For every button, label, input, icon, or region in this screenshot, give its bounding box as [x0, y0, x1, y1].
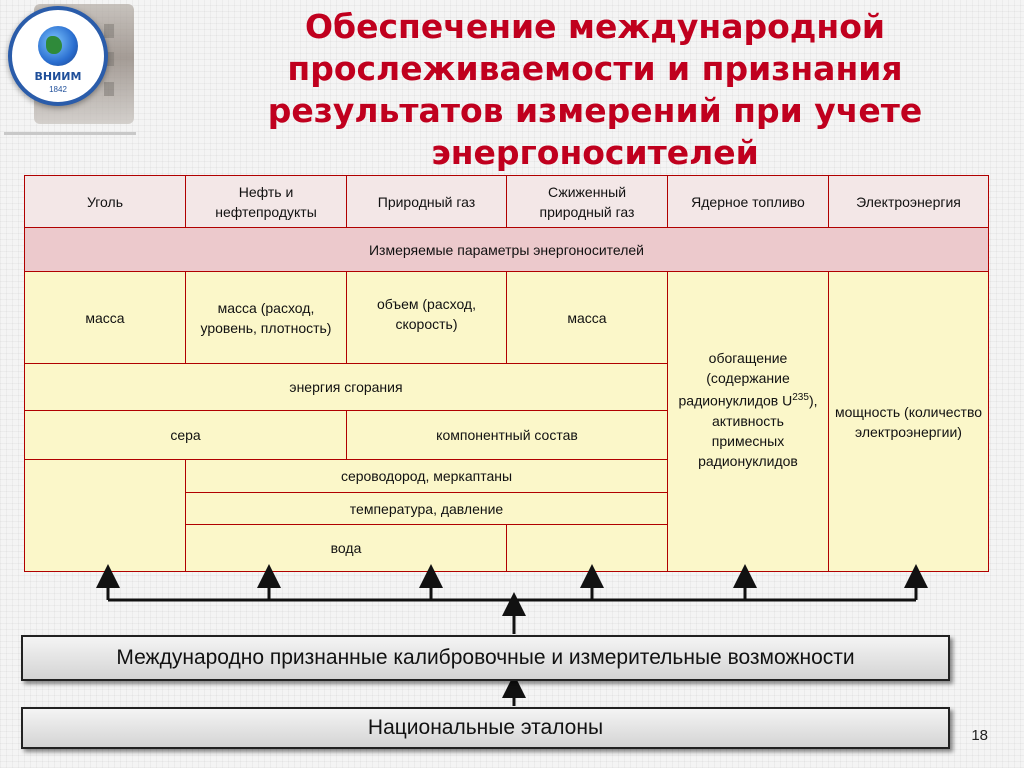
parameters-band: Измеряемые параметры энергоносителей	[25, 228, 988, 272]
lng-mass: масса	[507, 272, 668, 364]
header-electricity: Электроэнергия	[829, 176, 988, 228]
page-number: 18	[971, 727, 988, 744]
hydrogen-sulfide: сероводород, меркаптаны	[186, 460, 668, 493]
header-nuclear: Ядерное топливо	[668, 176, 829, 228]
logo-year: 1842	[49, 85, 67, 94]
sulfur: сера	[25, 411, 347, 460]
water: вода	[186, 525, 507, 571]
energy-parameters-table: Уголь Нефть и нефтепродукты Природный га…	[24, 175, 989, 572]
emblem-circle: ВНИИМ 1842	[8, 6, 108, 106]
header-lng: Сжиженный природный газ	[507, 176, 668, 228]
temperature-pressure: температура, давление	[186, 493, 668, 525]
header-coal: Уголь	[25, 176, 186, 228]
gas-volume: объем (расход, скорость)	[347, 272, 507, 364]
logo: ВНИИМ 1842	[4, 4, 136, 135]
coal-mass: масса	[25, 272, 186, 364]
oil-mass: масса (расход, уровень, плотность)	[186, 272, 347, 364]
globe-icon	[38, 26, 78, 66]
logo-text: ВНИИМ	[34, 70, 82, 83]
lng-empty-cell	[507, 525, 668, 571]
slide-title: Обеспечение международной прослеживаемос…	[267, 7, 923, 172]
header-oil: Нефть и нефтепродукты	[186, 176, 347, 228]
nuclear-text: обогащение (содержание радионуклидов U23…	[678, 350, 818, 469]
combustion-energy: энергия сгорания	[25, 364, 668, 411]
electricity-parameters: мощность (количество электроэнергии)	[835, 403, 983, 440]
nuclear-parameters: обогащение (содержание радионуклидов U23…	[668, 272, 829, 571]
coal-empty-cell	[25, 460, 186, 571]
international-capabilities-box: Международно признанные калибровочные и …	[21, 635, 950, 681]
component-composition: компонентный состав	[347, 411, 668, 460]
national-standards-box: Национальные эталоны	[21, 707, 950, 749]
logo-divider	[4, 132, 136, 135]
header-natural-gas: Природный газ	[347, 176, 507, 228]
